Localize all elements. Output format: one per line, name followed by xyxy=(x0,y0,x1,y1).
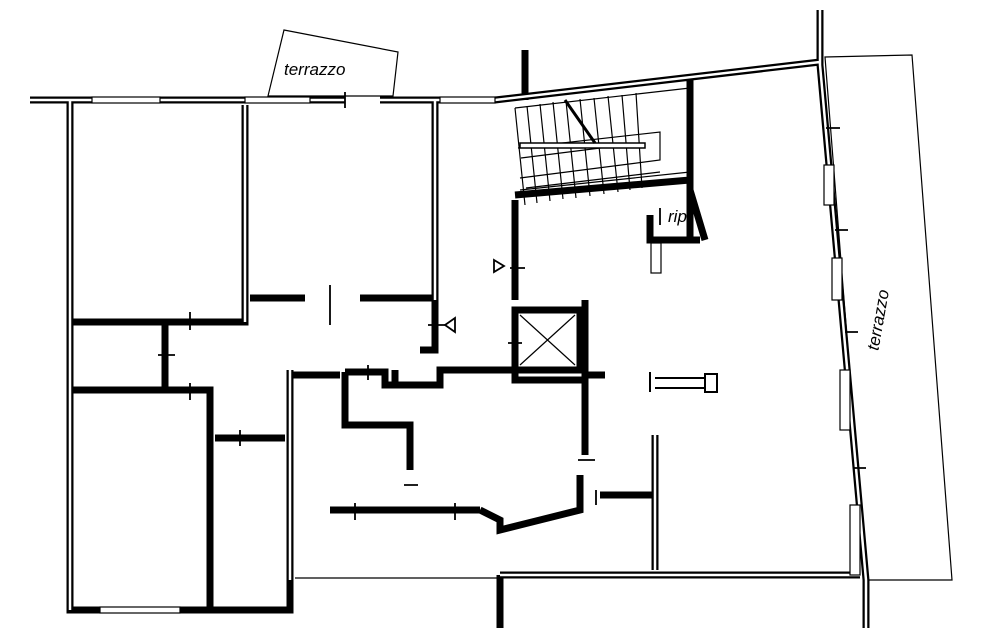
walls xyxy=(30,10,870,628)
elevator-shaft xyxy=(519,314,576,366)
fixture xyxy=(649,372,718,393)
terrace-top-label: terrazzo xyxy=(284,60,346,79)
storage-label: rip. xyxy=(668,207,692,226)
pillar xyxy=(650,242,662,274)
windows xyxy=(91,96,861,614)
door-marks xyxy=(158,92,866,520)
staircase xyxy=(514,87,691,206)
terrace-top-outline xyxy=(267,29,399,97)
